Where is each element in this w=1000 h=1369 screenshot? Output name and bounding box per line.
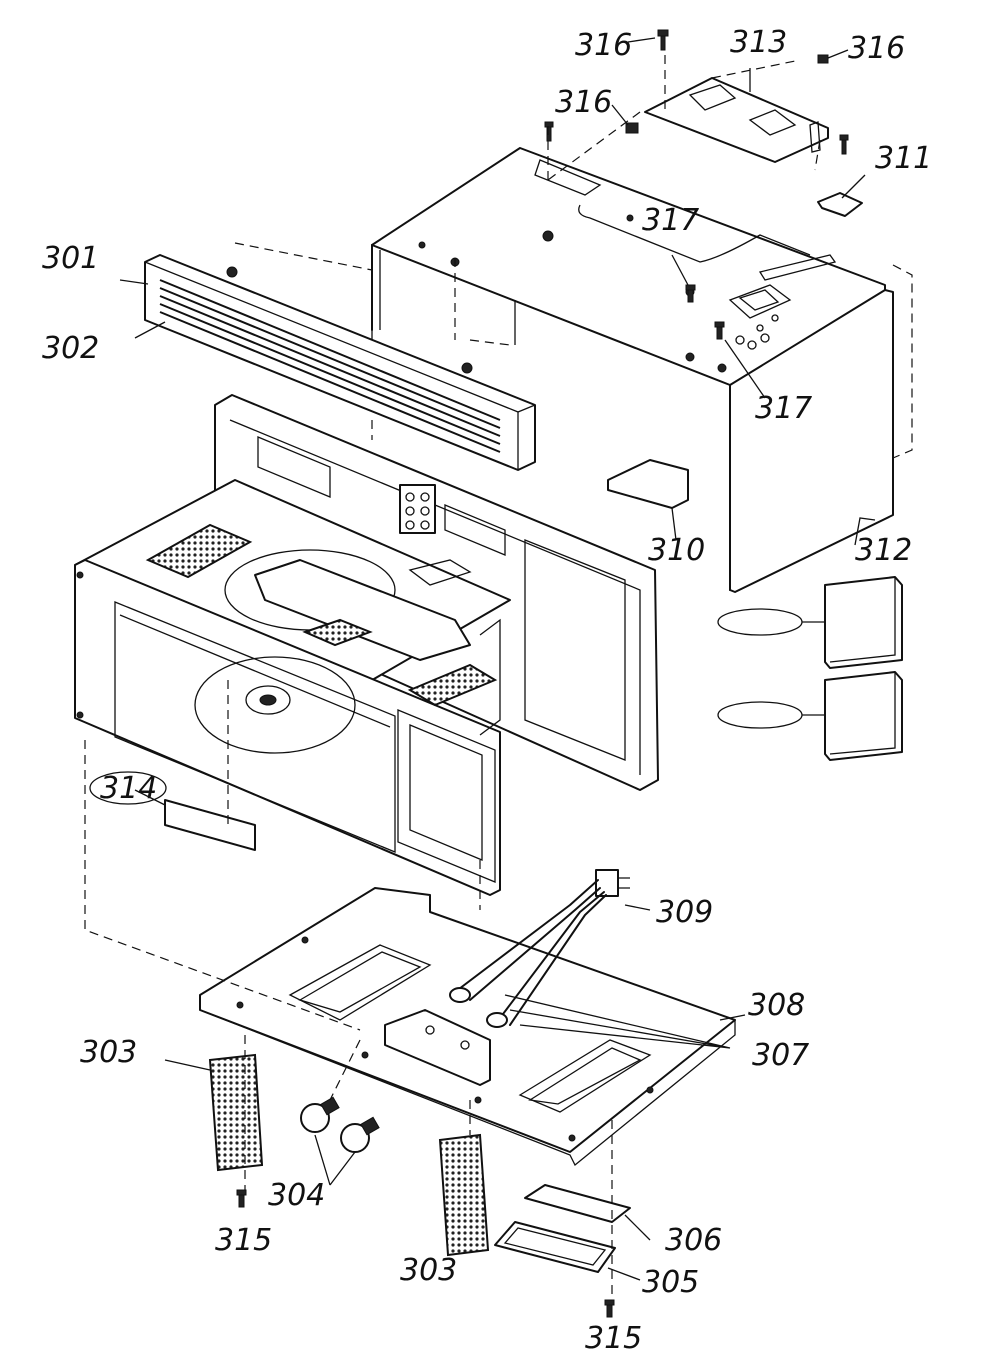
label-311: 311 [875,141,932,176]
assembly-guides [84,120,613,1300]
label-316-c: 316 [555,85,612,120]
screws [236,29,849,1318]
label-315-left: 315 [215,1223,272,1258]
grease-filter-right [438,1133,490,1257]
label-316-a: 316 [575,28,632,63]
grille-guide [234,242,511,440]
leader-lines [119,37,876,1281]
label-308: 308 [748,988,805,1023]
label-304: 304 [268,1178,325,1213]
connector-block [399,484,436,534]
grease-filter-left [208,1053,264,1172]
label-314: 314 [100,771,157,806]
label-303-right: 303 [400,1253,457,1288]
label-plate-314 [164,799,256,851]
top-plate [644,77,829,163]
label-310: 310 [648,533,705,568]
label-313: 313 [730,25,787,60]
label-317-b: 317 [755,391,812,426]
label-312: 312 [855,533,912,568]
label-307: 307 [752,1038,809,1073]
label-302: 302 [42,331,99,366]
literature-cards [717,576,903,761]
bottom-plate [199,887,736,1167]
vent-grille [144,254,536,471]
lamp-cover-305 [494,1221,616,1273]
label-303-left: 303 [80,1035,137,1070]
label-317-a: 317 [642,203,699,238]
lamp-lens-306 [524,1184,631,1223]
label-309: 309 [656,895,713,930]
bracket-311 [817,192,863,217]
bracket-310 [607,459,689,509]
label-314-ellipse [89,771,167,805]
oven-chassis [74,394,659,896]
label-305: 305 [642,1265,699,1300]
label-301: 301 [42,241,99,276]
label-306: 306 [665,1223,722,1258]
cabinet-outline-dashed [892,264,913,459]
label-315-right: 315 [585,1321,642,1356]
label-316-b: 316 [848,31,905,66]
light-bulbs [300,1096,380,1153]
wire-harness [449,869,630,1028]
part-labels: 301 302 303 303 304 305 306 307 308 309 … [42,25,932,1356]
